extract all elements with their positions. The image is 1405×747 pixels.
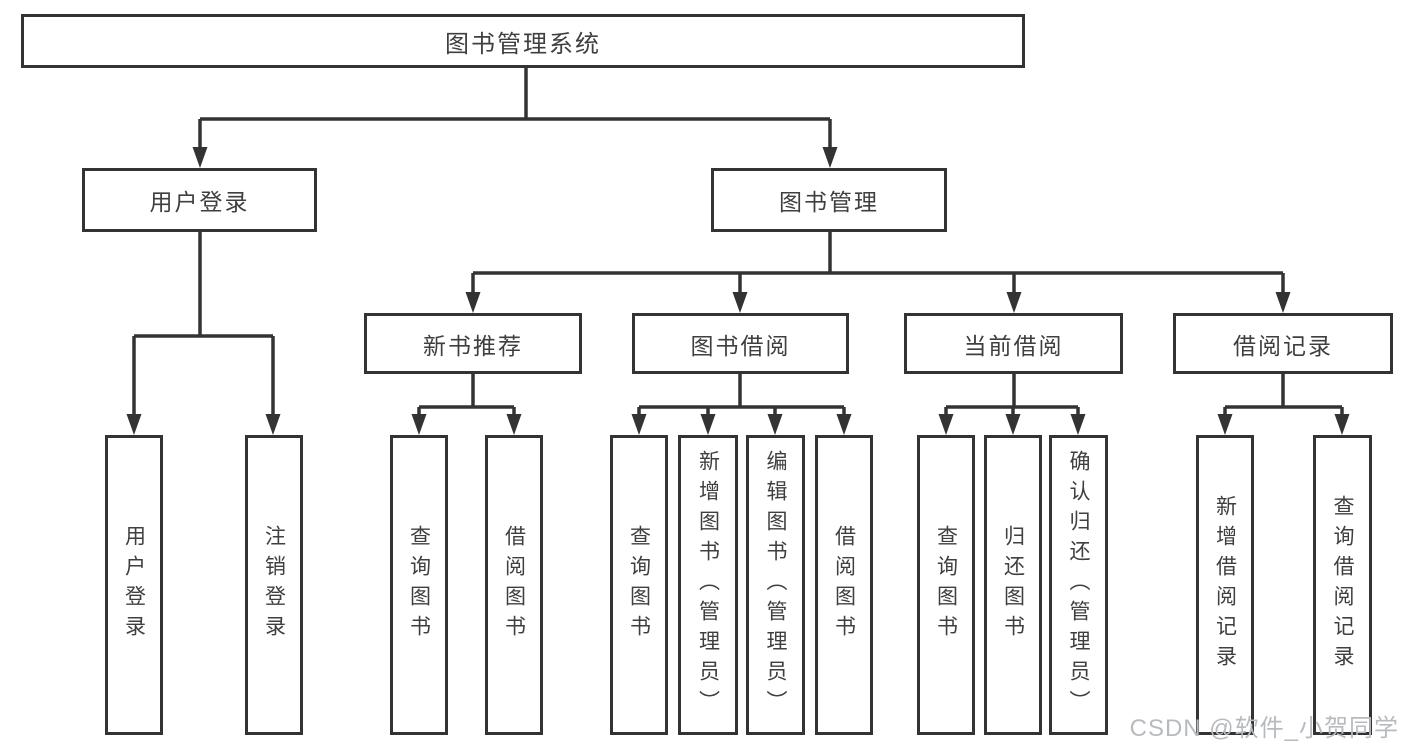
leaf-cb-confirm-return-admin-label: 确认归还（管理员）: [1067, 450, 1090, 720]
leaf-nb-query-books-label: 查询图书: [407, 525, 431, 645]
node-book-management: 图书管理: [711, 168, 947, 232]
leaf-cb-query-books-label: 查询图书: [934, 525, 958, 645]
node-user-login: 用户登录: [82, 168, 317, 232]
csdn-watermark: CSDN @软件_小贺同学: [1129, 715, 1399, 742]
connector-currentborrow-to-leaves: [944, 374, 1080, 421]
leaf-bb-borrow-books: 借阅图书: [815, 435, 873, 735]
leaf-user-login-label: 用户登录: [122, 525, 146, 645]
leaf-cb-return-books-label: 归还图书: [1001, 525, 1025, 645]
connector-userlogin-to-leaves: [132, 232, 275, 421]
leaf-nb-query-books: 查询图书: [390, 435, 448, 735]
node-borrow-records-label: 借阅记录: [1233, 332, 1333, 359]
leaf-logout-label: 注销登录: [262, 525, 286, 645]
connector-root-to-level2: [198, 68, 832, 153]
node-new-book-recommend-label: 新书推荐: [423, 332, 523, 359]
leaf-bb-edit-books-admin: 编辑图书（管理员）: [746, 435, 805, 735]
leaf-br-query-record-label: 查询借阅记录: [1331, 495, 1354, 675]
leaf-bb-borrow-books-label: 借阅图书: [832, 525, 856, 645]
leaf-nb-borrow-books: 借阅图书: [485, 435, 543, 735]
node-user-login-label: 用户登录: [149, 189, 250, 215]
leaf-cb-confirm-return-admin: 确认归还（管理员）: [1049, 435, 1108, 735]
connector-newbook-to-leaves: [417, 374, 516, 421]
leaf-nb-borrow-books-label: 借阅图书: [502, 525, 526, 645]
leaf-cb-query-books: 查询图书: [917, 435, 975, 735]
leaf-user-login: 用户登录: [105, 435, 163, 735]
leaf-bb-add-books-admin-label: 新增图书（管理员）: [696, 450, 720, 720]
node-book-management-label: 图书管理: [779, 189, 879, 215]
arrowheads: [126, 147, 1350, 435]
node-current-borrow-label: 当前借阅: [963, 332, 1064, 359]
node-root: 图书管理系统: [21, 14, 1025, 68]
node-root-label: 图书管理系统: [445, 30, 601, 58]
leaf-br-add-record: 新增借阅记录: [1196, 435, 1254, 735]
connector-records-to-leaves: [1223, 374, 1344, 421]
leaf-cb-return-books: 归还图书: [984, 435, 1042, 735]
node-borrow-records: 借阅记录: [1173, 313, 1393, 374]
node-new-book-recommend: 新书推荐: [364, 313, 582, 374]
leaf-br-query-record: 查询借阅记录: [1313, 435, 1372, 735]
leaf-bb-add-books-admin: 新增图书（管理员）: [678, 435, 738, 735]
leaf-bb-edit-books-admin-label: 编辑图书（管理员）: [764, 450, 787, 720]
leaf-bb-query-books-label: 查询图书: [627, 525, 651, 645]
node-book-borrow: 图书借阅: [632, 313, 849, 374]
connector-bookmgmt-to-level3: [471, 232, 1285, 299]
node-book-borrow-label: 图书借阅: [690, 332, 791, 359]
leaf-bb-query-books: 查询图书: [610, 435, 668, 735]
leaf-br-add-record-label: 新增借阅记录: [1213, 495, 1237, 675]
node-current-borrow: 当前借阅: [904, 313, 1123, 374]
leaf-logout: 注销登录: [245, 435, 303, 735]
connector-bookborrow-to-leaves: [637, 374, 846, 421]
